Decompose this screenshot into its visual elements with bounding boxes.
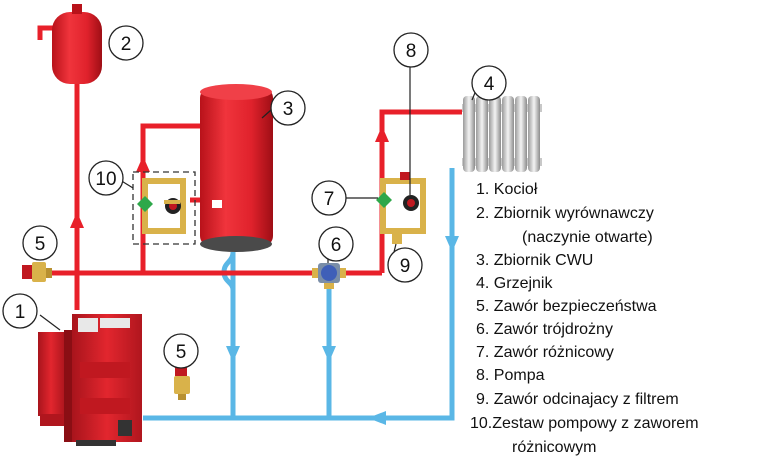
legend-item: 8. Pompa bbox=[476, 367, 545, 384]
callout-2: 2 bbox=[108, 25, 144, 61]
legend-item: 7. Zawór różnicowy bbox=[476, 344, 614, 361]
svg-text:5: 5 bbox=[176, 342, 187, 363]
callout-10: 10 bbox=[88, 160, 124, 196]
callout-5b: 5 bbox=[163, 333, 199, 369]
callout-8: 8 bbox=[393, 32, 429, 68]
dhw-tank bbox=[200, 84, 273, 252]
flow-arrow-icon bbox=[322, 346, 336, 362]
svg-text:5: 5 bbox=[35, 234, 46, 255]
callout-7: 7 bbox=[311, 180, 347, 216]
callout-6: 6 bbox=[318, 226, 354, 262]
flow-arrow-icon bbox=[226, 346, 240, 362]
svg-text:2: 2 bbox=[121, 34, 132, 55]
svg-text:7: 7 bbox=[324, 189, 335, 210]
safety-valve bbox=[22, 262, 52, 282]
flow-arrow-icon bbox=[445, 236, 459, 252]
legend-item: 3. Zbiornik CWU bbox=[476, 252, 593, 269]
callout-3: 3 bbox=[270, 90, 306, 126]
flow-arrow-icon bbox=[375, 126, 389, 142]
boiler bbox=[38, 314, 142, 446]
expansion-vent-pipe bbox=[37, 25, 56, 40]
legend-item: 6. Zawór trójdrożny bbox=[476, 321, 613, 338]
svg-text:10: 10 bbox=[95, 169, 116, 190]
pump-group bbox=[376, 172, 426, 244]
three-way-valve bbox=[312, 263, 346, 289]
callout-9: 9 bbox=[387, 247, 423, 283]
callout-1: 1 bbox=[2, 293, 38, 329]
radiator bbox=[462, 96, 542, 172]
flow-arrow-icon bbox=[70, 212, 84, 228]
svg-text:9: 9 bbox=[400, 256, 411, 277]
flow-arrow-icon bbox=[136, 156, 150, 172]
callout-5a: 5 bbox=[22, 225, 58, 261]
flow-arrow-icon bbox=[368, 411, 386, 425]
legend-item: 9. Zawór odcinajacy z filtrem bbox=[476, 391, 679, 408]
svg-text:6: 6 bbox=[331, 235, 342, 256]
svg-text:4: 4 bbox=[484, 74, 495, 95]
svg-text:3: 3 bbox=[283, 99, 294, 120]
callout-4: 4 bbox=[471, 65, 507, 101]
expansion-vessel bbox=[52, 4, 102, 84]
legend-item: 1. Kocioł bbox=[476, 181, 538, 198]
legend-item: 10.Zestaw pompowy z zaworem bbox=[470, 415, 699, 432]
legend-item: 5. Zawór bezpieczeństwa bbox=[476, 298, 657, 315]
svg-text:8: 8 bbox=[406, 41, 417, 62]
pump-set-outline bbox=[132, 171, 196, 245]
svg-text:1: 1 bbox=[15, 302, 26, 323]
legend-item: różnicowym bbox=[512, 439, 596, 456]
pump-set bbox=[137, 178, 186, 234]
differential-valve bbox=[376, 192, 392, 208]
return-pipes bbox=[143, 168, 459, 425]
legend-item: 2. Zbiornik wyrównawczy bbox=[476, 205, 654, 222]
legend-item: (naczynie otwarte) bbox=[522, 229, 653, 246]
safety-valve bbox=[174, 366, 190, 400]
legend-item: 4. Grzejnik bbox=[476, 275, 553, 292]
legend: 1. Kocioł 2. Zbiornik wyrównawczy (naczy… bbox=[470, 181, 699, 456]
